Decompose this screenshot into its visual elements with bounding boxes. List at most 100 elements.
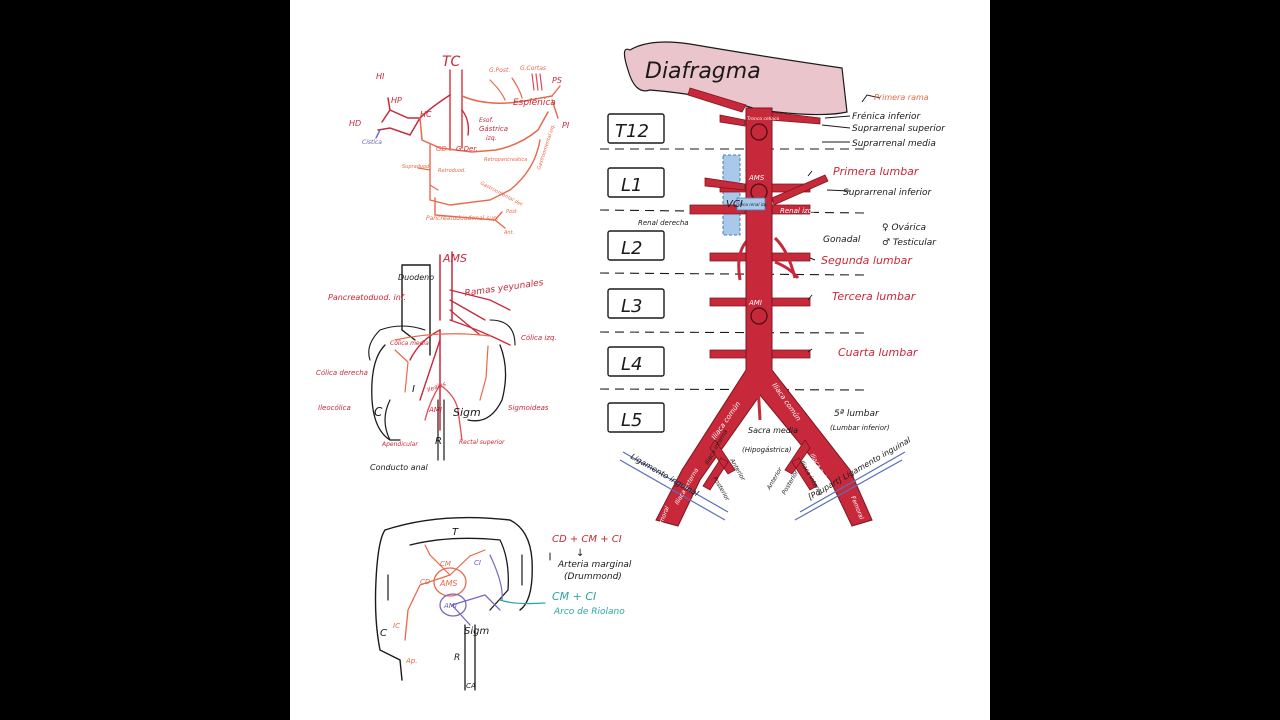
label-pancreatoduodenal-sup: Pancreatoduodenal sup. xyxy=(426,215,499,222)
label-apendicular: Apendicular xyxy=(381,441,418,448)
vertebra-l3: L3 xyxy=(621,296,642,317)
colon-labels: T CM CI CD AMS AMI IC C Ap. Sigm R CA CD… xyxy=(380,527,632,690)
label-rectal-superior: Rectal superior xyxy=(459,439,505,446)
label-primera-rama: Primera rama xyxy=(874,93,929,102)
label-colon-cm: CM xyxy=(440,560,451,568)
mesenteric-diagram xyxy=(368,251,516,461)
diaphragm-shape xyxy=(623,41,848,116)
label-hc: HC xyxy=(420,110,432,119)
colon-diagram xyxy=(374,516,551,691)
label-suprarrenal-media: Suprarrenal media xyxy=(852,139,936,149)
label-quinta-lumbar: 5ª lumbar xyxy=(834,409,880,419)
label-ps: PS xyxy=(552,76,562,85)
vertebra-l2: L2 xyxy=(621,238,642,259)
label-drummond: (Drummond) xyxy=(564,572,622,582)
label-ileocolica: Ileocólica xyxy=(318,404,351,412)
label-ileales: Ileales xyxy=(426,381,447,394)
label-retropancreatica: Retropancreática xyxy=(484,156,527,163)
label-tercera-lumbar: Tercera lumbar xyxy=(832,290,917,303)
label-arco-riolano: Arco de Riolano xyxy=(553,607,625,617)
label-gonadal: Gonadal xyxy=(823,235,861,245)
vena-cava-inferior xyxy=(722,154,741,236)
label-retroduod: Retroduod. xyxy=(438,168,466,174)
label-renal-izq: Renal izq. xyxy=(780,207,814,215)
label-colon-c: C xyxy=(380,628,387,639)
formula-cm-ci: CM + CI xyxy=(552,590,596,603)
label-tc: TC xyxy=(442,54,461,70)
label-post: Post. xyxy=(506,209,518,215)
label-colon-ca: CA xyxy=(466,682,476,690)
label-hp: HP xyxy=(391,96,402,105)
label-esof: Esof. xyxy=(479,117,494,124)
label-tronco-celiaco: Tronco celíaco xyxy=(747,115,779,122)
label-ami-aorta: AMI xyxy=(748,299,762,307)
label-gastroomental-izq: Gastroomental izq. xyxy=(536,124,556,171)
label-colon-r: R xyxy=(454,653,460,663)
label-hd: HD xyxy=(349,119,361,128)
label-primera-lumbar: Primera lumbar xyxy=(833,165,920,178)
vertebra-l1: L1 xyxy=(621,175,642,196)
label-sacra-media: Sacra media xyxy=(748,426,798,435)
label-hi: HI xyxy=(376,72,385,81)
vertebra-l5: L5 xyxy=(621,410,642,431)
label-ovarica: ♀ Ovárica xyxy=(882,223,926,233)
vertebra-l4: L4 xyxy=(621,354,642,375)
label-duodeno: Duodeno xyxy=(398,273,434,282)
label-arteria-marginal: Arteria marginal xyxy=(557,560,632,570)
label-esplenica: Esplénica xyxy=(513,97,556,108)
label-lumbar-inferior: (Lumbar inferior) xyxy=(830,424,890,432)
label-cistica: Cística xyxy=(362,139,382,146)
diagram-page: TC HI HP HC HD Cística G.Post. G.Cortas … xyxy=(290,0,990,720)
label-ams-mid: AMS xyxy=(442,252,467,265)
label-supraduod: Supraduod. xyxy=(402,164,431,170)
label-colon-ci: CI xyxy=(474,559,481,567)
label-conducto-anal: Conducto anal xyxy=(370,463,429,472)
label-pancreatoduod-inf: Pancreatoduod. inf. xyxy=(328,293,406,302)
label-gastrica-izq: izq. xyxy=(486,135,497,142)
label-colon-t: T xyxy=(452,527,459,538)
label-gastroomental-der: Gastroomental der. xyxy=(479,180,524,208)
label-sigmoideas: Sigmoideas xyxy=(508,404,549,412)
label-suprarrenal-superior: Suprarrenal superior xyxy=(852,124,946,134)
label-renal-derecha: Renal derecha xyxy=(638,219,689,227)
label-suprarrenal-inferior: Suprarrenal inferior xyxy=(843,188,932,198)
label-frenica-inferior: Frénica inferior xyxy=(852,111,922,122)
label-colica-media: Cólica media xyxy=(390,340,429,347)
label-posterior-left: Posterior xyxy=(711,476,731,503)
label-vci: VCI xyxy=(726,199,743,210)
label-colon-ami: AMI xyxy=(443,602,457,610)
label-gastrica: Gástrica xyxy=(479,125,508,133)
colon-ami-circle xyxy=(439,593,467,617)
internal-iliac-right xyxy=(784,439,818,491)
label-ant: Ant. xyxy=(503,230,514,236)
label-hipogastrica: (Hipogástrica) xyxy=(742,446,792,454)
label-colica-derecha: Cólica derecha xyxy=(316,369,368,377)
label-diafragma: Diafragma xyxy=(645,59,761,84)
label-colon-cd: CD xyxy=(420,578,431,586)
label-ramas-yeyunales: Ramas yeyunales xyxy=(464,278,544,299)
label-gpost: G.Post. xyxy=(489,67,510,74)
celiac-trunk-diagram xyxy=(375,69,561,229)
sacra-media xyxy=(756,384,762,421)
vertebra-t12: T12 xyxy=(615,121,649,142)
label-colon-sigm: Sigm xyxy=(464,626,489,637)
label-r-mid: R xyxy=(435,436,442,447)
label-pi: PI xyxy=(562,121,570,130)
label-cuarta-lumbar: Cuarta lumbar xyxy=(838,346,919,359)
label-testicular: ♂ Testicular xyxy=(882,238,937,248)
label-i: I xyxy=(412,384,415,395)
label-sigm-mid: Sigm xyxy=(453,406,481,419)
aorta-trunk xyxy=(655,107,873,527)
label-ams-aorta: AMS xyxy=(748,174,765,182)
label-gder: G.Der. xyxy=(456,145,478,153)
label-colon-ap: Ap. xyxy=(405,657,417,665)
label-vena-renal-izq: Vena renal izq. xyxy=(738,202,768,207)
aorta-diagram xyxy=(599,41,906,527)
label-ami-mid: AMI xyxy=(428,406,442,414)
formula-arrow: ↓ xyxy=(576,548,584,559)
colon-ams-circle xyxy=(433,567,467,597)
label-anterior-right: Anterior xyxy=(765,466,784,492)
label-segunda-lumbar: Segunda lumbar xyxy=(821,254,913,267)
mesenteric-labels: Duodeno AMS Ramas yeyunales Pancreatoduo… xyxy=(316,252,557,472)
internal-iliac-left xyxy=(702,439,736,491)
